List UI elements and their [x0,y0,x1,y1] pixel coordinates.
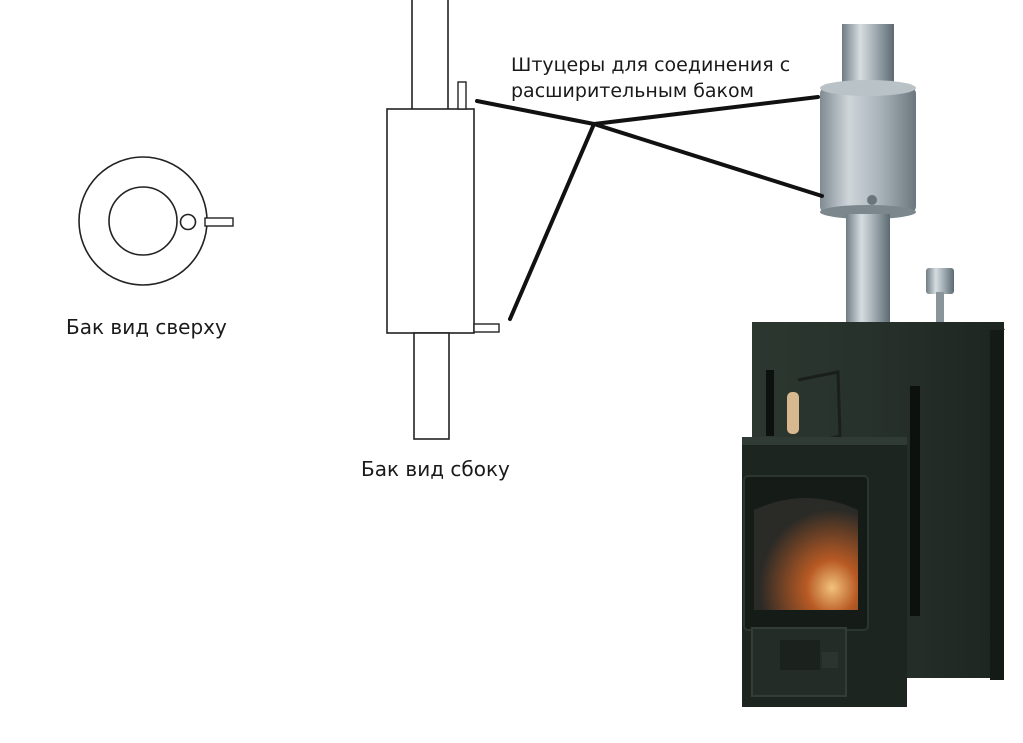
tank-fitting-photo [867,195,877,205]
fittings-caption-line1: Штуцеры для соединения с [511,54,791,76]
stove-top-cup [926,268,954,294]
side-fitting-upper [457,81,467,110]
fittings-caption-line2: расширительным баком [511,80,754,102]
pointer-line-lower-fitting [508,122,596,321]
fittings-caption: Штуцеры для соединения с расширительным … [511,52,790,104]
side-tank-body [386,108,475,334]
stove-door-glass [754,498,858,610]
tank-side-view [386,0,500,440]
pointer-lines [475,95,824,321]
side-pipe-bottom [413,332,450,440]
stove-slot-left [766,370,774,436]
chimney-pipe [842,24,894,90]
pointer-line-photo-top [592,95,820,126]
door-handle-grip [787,392,799,434]
tank-side-view-caption: Бак вид сбоку [361,457,510,481]
side-pipe-top [411,0,449,111]
pointer-line-upper-fitting [475,99,596,126]
stove-slot-right [910,386,920,616]
tank-outer-circle [78,156,208,286]
tank-inner-pipe-circle [108,186,178,256]
chimney-water-tank [820,86,916,214]
tank-top-view [78,156,234,286]
tank-fitting-stub [204,217,234,227]
tank-top-view-caption: Бак вид сверху [66,315,227,339]
tank-fitting-circle [179,213,197,231]
side-fitting-lower [473,323,500,333]
pointer-line-photo-bottom [592,122,824,198]
chimney-lower-pipe [846,214,890,322]
stove-photo [742,24,1005,707]
